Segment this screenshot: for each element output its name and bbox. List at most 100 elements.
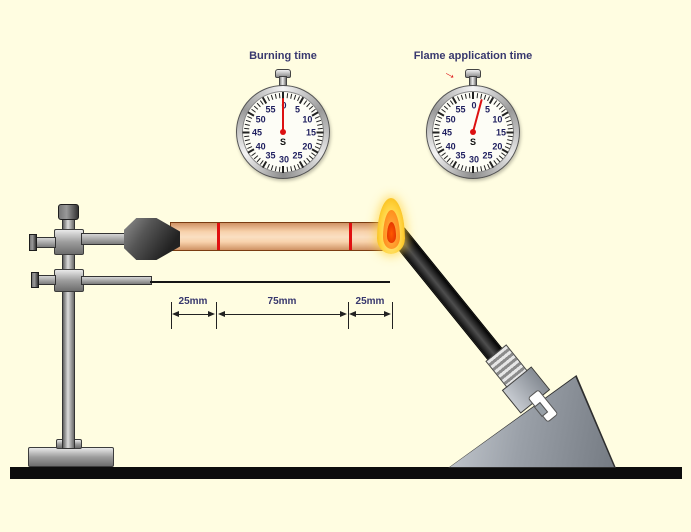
dial-tick <box>286 166 288 172</box>
dial-tick <box>282 91 284 99</box>
dial-number: 45 <box>441 127 453 138</box>
arrowhead-right <box>384 311 391 317</box>
dial-tick <box>476 92 478 98</box>
specimen-bar <box>170 222 392 251</box>
dial-tick <box>314 115 320 119</box>
dial-tick <box>460 94 463 100</box>
press-indicator-arrow: → <box>441 62 461 84</box>
dial-tick <box>504 145 510 149</box>
dial-tick <box>317 127 323 129</box>
dial-tick <box>315 142 321 145</box>
stopwatch-unit-label: S <box>279 136 287 147</box>
dial-tick <box>256 157 261 162</box>
dial-tick <box>472 165 474 173</box>
dial-tick <box>316 123 322 126</box>
upper-clamp-bolt <box>36 237 56 248</box>
dial-tick <box>456 95 460 101</box>
dial-number: 25 <box>292 150 303 161</box>
dial-tick <box>293 164 296 170</box>
dimension-tick <box>216 302 217 329</box>
dial-tick <box>506 138 512 141</box>
dial-tick <box>308 154 313 159</box>
dial-tick <box>460 164 463 170</box>
dimension-tick <box>348 302 349 329</box>
dial-tick <box>464 165 467 171</box>
stand-base <box>28 447 114 467</box>
dial-tick <box>443 154 448 159</box>
lower-clamp-bolt-head <box>31 272 39 288</box>
dial-number: 10 <box>302 114 313 124</box>
dimension-label-left: 25mm <box>178 296 208 307</box>
dial-number: 15 <box>305 127 317 138</box>
dial-number: 10 <box>492 114 503 124</box>
dimension-label-middle: 75mm <box>267 296 297 307</box>
dial-tick <box>498 154 503 159</box>
dial-number: 5 <box>484 104 491 115</box>
dial-tick <box>274 93 277 99</box>
dial-tick <box>505 119 511 122</box>
dial-tick <box>245 142 251 145</box>
dial-tick <box>483 94 486 100</box>
stopwatch-label: Flame application time <box>413 50 533 62</box>
dial-number: 50 <box>255 114 266 124</box>
dial-number: 35 <box>455 150 466 161</box>
support-wire <box>150 281 390 283</box>
dial-number: 40 <box>255 141 266 151</box>
dial-number: 45 <box>251 127 263 138</box>
dial-tick <box>446 102 451 107</box>
dial-number: 35 <box>265 150 276 161</box>
arrowhead-right <box>340 311 347 317</box>
dial-number: 30 <box>278 154 290 165</box>
dial-tick <box>305 102 310 107</box>
dimension-arrow-left <box>172 311 215 318</box>
dial-number: 0 <box>471 100 477 111</box>
dial-number: 55 <box>265 104 276 115</box>
dial-tick <box>479 93 482 99</box>
dial-tick <box>305 157 310 162</box>
arrowhead-left <box>349 311 356 317</box>
dial-tick <box>246 145 252 149</box>
dial-tick <box>492 99 497 105</box>
stopwatch-unit-label: S <box>469 136 477 147</box>
dial-number: 15 <box>495 127 507 138</box>
dimension-arrow-middle <box>218 311 347 318</box>
dial-tick <box>286 92 288 98</box>
dial-tick <box>507 127 513 129</box>
dial-tick <box>507 135 513 137</box>
dial-number: 30 <box>468 154 480 165</box>
dimension-line <box>354 314 386 315</box>
dial-tick <box>440 151 446 156</box>
dial-tick <box>274 165 277 171</box>
dial-number: 40 <box>445 141 456 151</box>
gauge-mark-25mm <box>349 223 352 250</box>
dial-tick <box>253 105 258 110</box>
bunsen-burner-tube <box>389 227 510 369</box>
dial-tick <box>302 159 307 165</box>
dial-tick <box>317 135 323 137</box>
dial-tick <box>472 91 474 99</box>
dial-tick <box>242 131 250 133</box>
dial-tick <box>266 163 270 169</box>
dial-tick <box>302 99 307 105</box>
dimension-tick <box>171 302 172 329</box>
dial-tick <box>434 123 440 126</box>
dial-tick <box>266 95 270 101</box>
dial-tick <box>270 94 273 100</box>
dial-tick <box>464 93 467 99</box>
dial-tick <box>432 131 440 133</box>
dial-tick <box>435 142 441 145</box>
dial-number: 5 <box>294 104 301 115</box>
dial-tick <box>293 94 296 100</box>
dial-tick <box>468 92 470 98</box>
dial-number: 0 <box>281 100 287 111</box>
dial-tick <box>479 165 482 171</box>
arrowhead-left <box>172 311 179 317</box>
upper-clamp-boss <box>54 229 84 255</box>
dial-tick <box>446 157 451 162</box>
dial-tick <box>506 123 512 126</box>
